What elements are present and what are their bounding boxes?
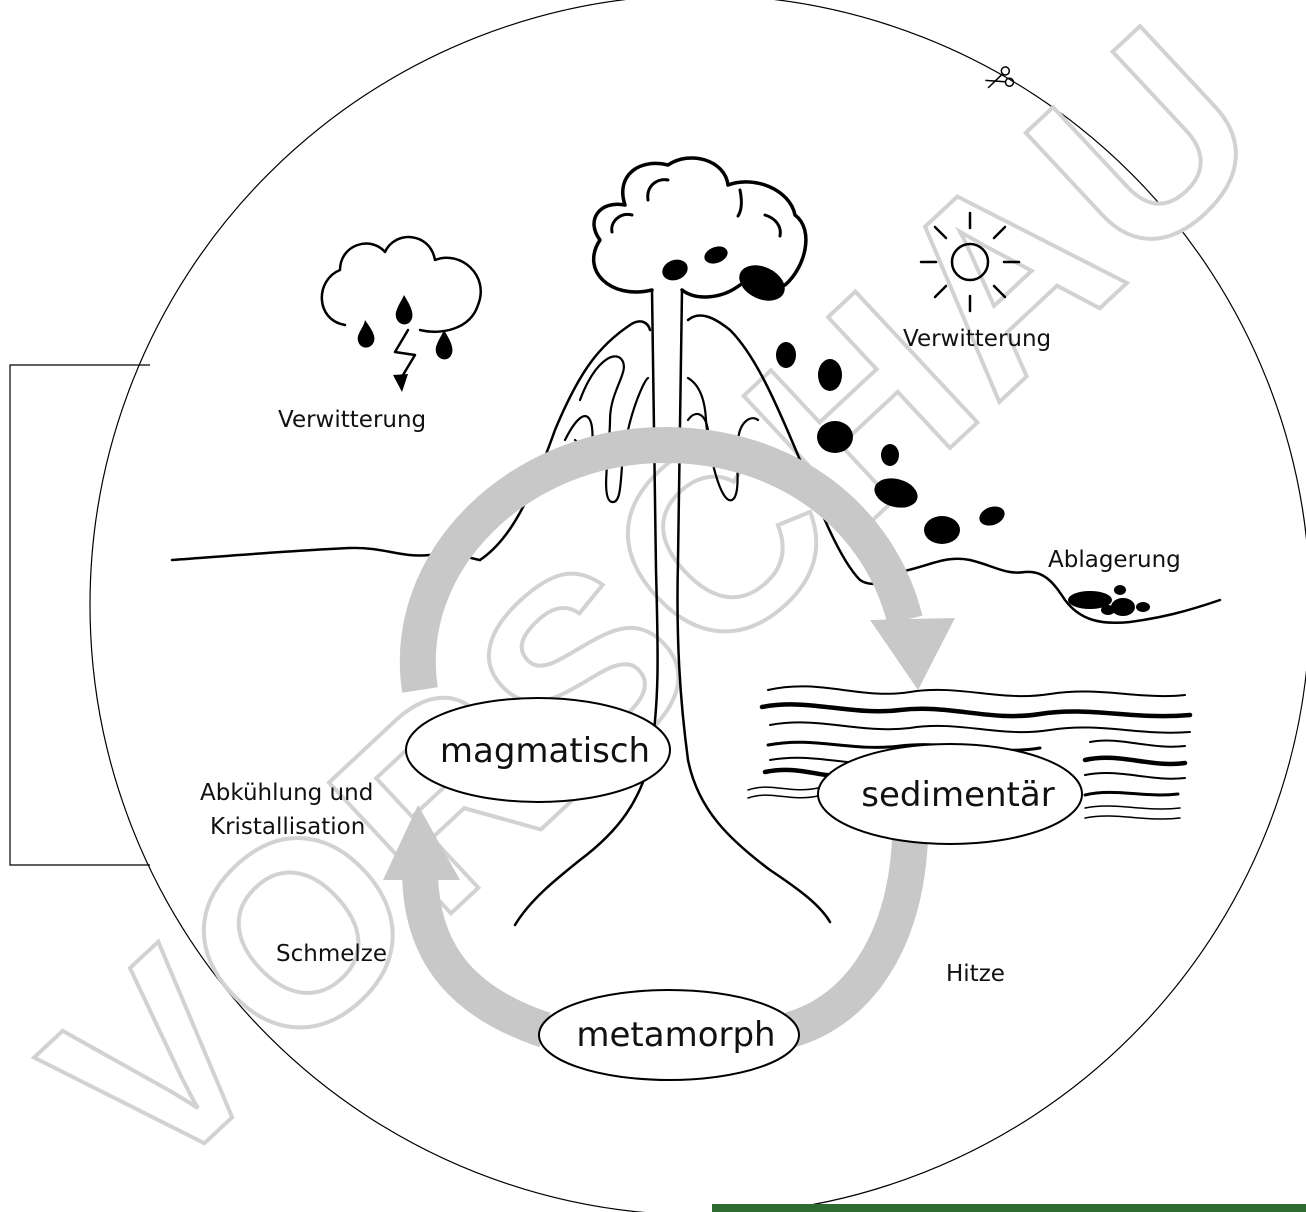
rock-type-magmatic: magmatisch bbox=[406, 698, 670, 802]
label-deposition: Ablagerung bbox=[1048, 547, 1181, 573]
label-melting: Schmelze bbox=[276, 941, 387, 967]
label-cooling-line1: Abkühlung und bbox=[200, 780, 373, 806]
label-cooling-line2: Kristallisation bbox=[210, 814, 365, 840]
label-sedimentary: sedimentär bbox=[861, 775, 1054, 815]
rock-type-metamorphic: metamorph bbox=[539, 990, 799, 1080]
arrowhead-to-sedimentary bbox=[870, 618, 955, 690]
label-weathering-right: Verwitterung bbox=[903, 326, 1051, 352]
label-metamorphic: metamorph bbox=[576, 1015, 775, 1055]
label-magmatic: magmatisch bbox=[440, 731, 650, 771]
label-heat: Hitze bbox=[946, 961, 1005, 987]
footer-bar bbox=[712, 1204, 1306, 1212]
rock-type-sedimentary: sedimentär bbox=[818, 744, 1082, 844]
label-weathering-left: Verwitterung bbox=[278, 407, 426, 433]
arrow-sedimentary-to-metamorphic bbox=[790, 840, 910, 1030]
lightning-icon bbox=[393, 330, 415, 392]
